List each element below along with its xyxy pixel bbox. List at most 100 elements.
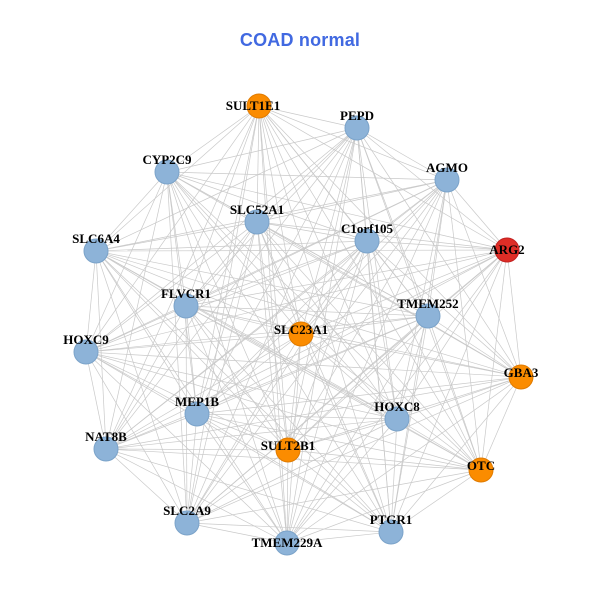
edge [258,105,522,378]
edge [105,448,288,544]
node-NAT8B [93,436,119,462]
edge [105,105,260,450]
edge [105,315,429,450]
edge [446,179,482,471]
edge [300,333,482,471]
edge [286,469,482,544]
edge [287,179,448,451]
edge [166,171,508,251]
edge [186,449,289,524]
edge [186,105,260,524]
node-label-NAT8B: NAT8B [85,429,127,444]
edge [105,448,392,533]
node-label-MEP1B: MEP1B [175,394,219,409]
edge [256,221,508,251]
edge [287,449,482,471]
node-label-ARG2: ARG2 [489,242,524,257]
edge [390,249,508,533]
node-label-SLC52A1: SLC52A1 [230,202,284,217]
edge [95,250,187,307]
edge [186,522,288,544]
node-ARG2 [494,237,520,263]
edge [300,315,429,335]
edge [185,305,522,378]
edge [256,221,368,242]
edge [287,249,508,451]
node-OTC [468,457,494,483]
edge [256,105,260,223]
edge [196,413,289,451]
edge [85,105,260,353]
nodes-layer [73,93,534,556]
edge [286,333,302,544]
edge [286,418,398,544]
edge [366,240,398,420]
edge [256,221,398,420]
node-HOXC9 [73,339,99,365]
edge [186,127,358,524]
edge [105,305,187,450]
edge [105,376,522,450]
node-label-SLC6A4: SLC6A4 [72,231,120,246]
edge [396,376,522,420]
node-label-SLC2A9: SLC2A9 [163,503,211,518]
edge [356,127,398,420]
edge [300,249,508,335]
edge [95,171,168,252]
edge [166,171,302,335]
edge [85,333,302,353]
edge [506,249,522,378]
edge [105,127,358,450]
node-MEP1B [184,401,210,427]
edge [287,418,398,451]
edge [356,127,508,251]
node-label-PEPD: PEPD [340,108,374,123]
edge [95,250,107,450]
edge [105,221,258,450]
edge [85,221,258,353]
node-label-TMEM252: TMEM252 [397,296,458,311]
edge [287,333,302,451]
edge [480,249,508,471]
edge [166,171,522,378]
edge [166,171,289,451]
edge [256,221,392,533]
node-label-SLC23A1: SLC23A1 [274,322,328,337]
edge [446,179,522,378]
node-AGMO [434,167,460,193]
node-SULT1E1 [246,93,272,119]
node-SLC23A1 [288,321,314,347]
edge [85,250,97,353]
edge [256,221,522,378]
edge [166,171,198,415]
edge [356,127,482,471]
edge [196,376,522,415]
edge [166,171,482,471]
edge [166,171,187,307]
edge [185,305,302,335]
edge [95,179,448,252]
edge [390,418,398,533]
edge [366,240,392,533]
edge [186,179,448,524]
edge [366,240,522,378]
node-PEPD [344,115,370,141]
edge [95,250,198,415]
edge [185,305,289,451]
edge [185,305,392,533]
edge [95,127,358,252]
edge [186,376,522,524]
edge [356,127,448,181]
edge [196,413,392,533]
edge [390,315,429,533]
edge [287,127,358,451]
edge [256,179,448,223]
edge [166,171,448,181]
edge [366,240,429,317]
edge [186,522,392,533]
node-label-HOXC8: HOXC8 [374,399,420,414]
edge [185,305,429,317]
edge [300,179,448,335]
edge [105,179,448,450]
edge [286,315,429,544]
